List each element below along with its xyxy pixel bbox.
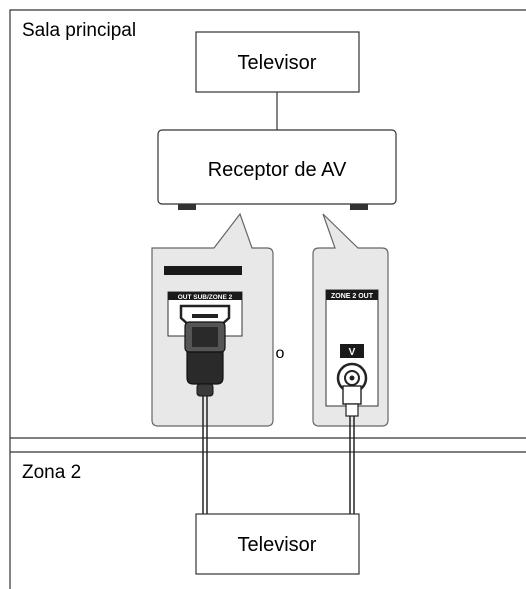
receiver-foot-left xyxy=(178,204,196,210)
composite-jack-label: V xyxy=(349,347,356,358)
or-label: o xyxy=(276,345,285,362)
hdmi-plug-face xyxy=(192,327,218,347)
zone2-zone: Zona 2 xyxy=(10,451,526,483)
cables xyxy=(202,396,355,514)
hdmi-callout: OUT SUB/ZONE 2 xyxy=(151,212,274,427)
hdmi-plug xyxy=(184,321,226,397)
hdmi-port-pins xyxy=(192,314,218,318)
rca-plug-body xyxy=(342,385,362,405)
main-tv: Televisor xyxy=(195,31,360,93)
hdmi-port-label: OUT SUB/ZONE 2 xyxy=(178,294,233,301)
receiver-foot-right xyxy=(350,204,368,210)
av-receiver: Receptor de AV xyxy=(157,129,397,210)
rca-plug-boot xyxy=(345,403,359,417)
zone2-tv: Televisor xyxy=(195,513,360,575)
hdmi-panel-strip xyxy=(164,266,242,275)
hdmi-plug-boot xyxy=(196,383,214,397)
zone2-tv-label: Televisor xyxy=(238,534,317,556)
main-tv-box xyxy=(195,31,360,93)
av-receiver-box xyxy=(157,129,397,205)
av-receiver-label: Receptor de AV xyxy=(208,159,347,181)
main-room-zone: Sala principal xyxy=(9,9,526,589)
composite-jack-plate xyxy=(340,344,364,358)
main-room-label: Sala principal xyxy=(22,20,136,41)
main-room-border xyxy=(9,9,526,589)
composite-jack-center xyxy=(349,375,355,381)
composite-label-plate xyxy=(326,290,378,300)
main-tv-label: Televisor xyxy=(238,52,317,74)
composite-panel-label: ZONE 2 OUT xyxy=(331,293,374,300)
rca-plug xyxy=(342,385,362,417)
zone2-label: Zona 2 xyxy=(22,462,81,483)
hdmi-label-plate xyxy=(168,292,242,300)
zone2-tv-box xyxy=(195,513,360,575)
hdmi-plug-body xyxy=(186,351,224,385)
